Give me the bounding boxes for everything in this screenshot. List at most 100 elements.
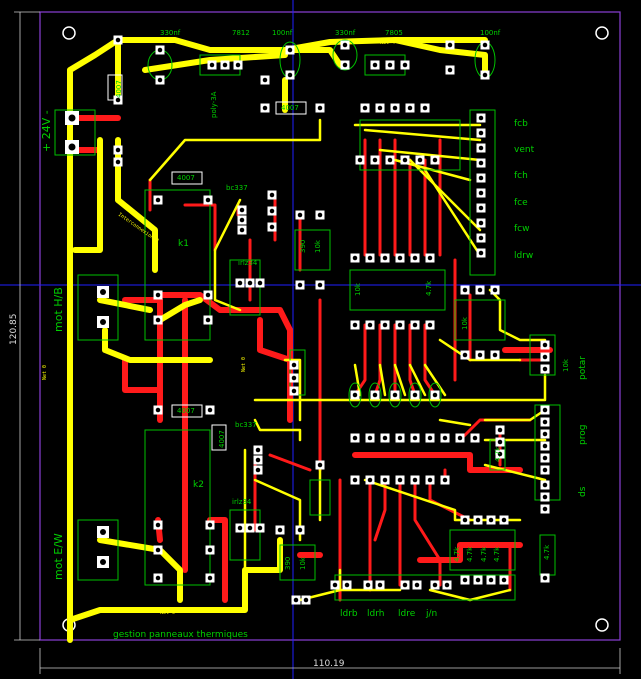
relay-k2-label: k2 xyxy=(193,480,204,490)
pad-hole xyxy=(497,439,503,445)
pad-hole xyxy=(382,435,388,441)
pad-hole xyxy=(542,494,548,500)
pad-hole xyxy=(427,255,433,261)
transistor-label-1: bc337 xyxy=(226,184,248,192)
pad-hole xyxy=(100,289,106,295)
pad-hole xyxy=(402,582,408,588)
pad-hole xyxy=(442,477,448,483)
pad-hole xyxy=(317,105,323,111)
pad-hole xyxy=(155,317,161,323)
transistor-label-2: bc337 xyxy=(235,421,257,429)
width-dimension: 110.19 xyxy=(313,659,345,669)
pad-hole xyxy=(412,392,418,398)
connector-prog-label: prog xyxy=(578,425,588,445)
pad-hole xyxy=(387,157,393,163)
pad-hole xyxy=(100,529,106,535)
resistor-10k-label-1: 10k xyxy=(314,239,322,253)
pad-hole xyxy=(472,435,478,441)
resistor-10k-row-label: 10k xyxy=(354,282,362,296)
board-outline xyxy=(39,11,621,641)
pad-hole xyxy=(157,77,163,83)
pad-hole xyxy=(377,105,383,111)
pad-hole xyxy=(100,319,106,325)
pad-hole xyxy=(352,435,358,441)
pad-hole xyxy=(287,72,293,78)
pad-hole xyxy=(478,250,484,256)
pad-hole xyxy=(478,205,484,211)
pad-hole xyxy=(269,192,275,198)
reg-7812-label: 7812 xyxy=(232,29,250,37)
pad-hole xyxy=(392,105,398,111)
pad-hole xyxy=(367,477,373,483)
pad-hole xyxy=(475,577,481,583)
pad-hole xyxy=(372,62,378,68)
pad-hole xyxy=(412,435,418,441)
pad-hole xyxy=(297,527,303,533)
pad-hole xyxy=(352,392,358,398)
pad-hole xyxy=(257,525,263,531)
pad-hole xyxy=(542,431,548,437)
component-outlines xyxy=(54,39,561,601)
pad-hole xyxy=(462,577,468,583)
pad-hole xyxy=(412,322,418,328)
cap-330nf-label-2: 330nf xyxy=(335,29,356,37)
pad-hole xyxy=(342,42,348,48)
diode-label-1: 4007 xyxy=(115,80,123,98)
connector-power-label: + 24V - xyxy=(40,110,53,152)
pad-hole xyxy=(462,352,468,358)
pad-hole xyxy=(157,47,163,53)
pad-hole xyxy=(237,525,243,531)
diodes xyxy=(107,74,307,451)
pad-hole xyxy=(542,407,548,413)
pad-hole xyxy=(68,143,76,151)
resistor-4k7-label-5: 4.7k xyxy=(493,546,501,562)
pad-hole xyxy=(317,462,323,468)
net0-annotation-3: Net 0 xyxy=(241,357,247,372)
pad-hole xyxy=(542,354,548,360)
pad-hole xyxy=(477,352,483,358)
connector-jn-label: j/n xyxy=(425,609,437,619)
connector-ds-label: ds xyxy=(578,486,588,497)
diode-label-3: 4007 xyxy=(177,174,195,182)
pad-hole xyxy=(475,517,481,523)
pad-hole xyxy=(367,435,373,441)
pad-hole xyxy=(488,577,494,583)
pad-hole xyxy=(422,105,428,111)
connector-ldrw-label: ldrw xyxy=(514,251,533,261)
pad-hole xyxy=(542,419,548,425)
pad-hole xyxy=(542,443,548,449)
resistor-10k-mid-label: 10k xyxy=(461,316,469,330)
pad-hole xyxy=(317,212,323,218)
pad-hole xyxy=(269,208,275,214)
cap-100nf-label-1: 100nf xyxy=(272,29,293,37)
connector-fcb-label: fcb xyxy=(514,119,528,129)
resistor-4k7-label-1: 4.7k xyxy=(425,280,433,296)
diode-label-2: 4007 xyxy=(281,104,299,112)
pad-hole xyxy=(397,477,403,483)
resistor-4k7-label-4: 4.7k xyxy=(480,546,488,562)
connector-mot-hb-label: mot H/B xyxy=(52,287,65,332)
connector-fce-label: fce xyxy=(514,198,528,208)
pad-hole xyxy=(207,522,213,528)
pad-hole xyxy=(155,407,161,413)
pad-hole xyxy=(427,322,433,328)
pad-hole xyxy=(207,547,213,553)
pad-hole xyxy=(372,392,378,398)
pad-hole xyxy=(115,97,121,103)
pad-hole xyxy=(542,575,548,581)
pad-hole xyxy=(432,157,438,163)
pad-hole xyxy=(542,467,548,473)
pad-hole xyxy=(115,159,121,165)
pad-hole xyxy=(287,47,293,53)
pad-hole xyxy=(247,525,253,531)
pad-hole xyxy=(237,280,243,286)
pad-hole xyxy=(414,582,420,588)
pad-hole xyxy=(417,157,423,163)
diode-label-5: 4007 xyxy=(218,430,226,448)
connector-ldre-label: ldre xyxy=(398,609,416,619)
pad-hole xyxy=(372,157,378,163)
reg-7805-label: 7805 xyxy=(385,29,403,37)
pad-hole xyxy=(542,342,548,348)
mosfet-label-2: irlz34 xyxy=(232,498,252,506)
pad-hole xyxy=(247,280,253,286)
